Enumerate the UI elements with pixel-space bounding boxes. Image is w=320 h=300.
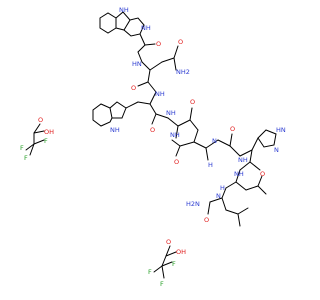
atom-label-nh-his: NH xyxy=(238,156,248,164)
atom-label-hn-imidazole: HN xyxy=(276,126,286,134)
tryptophan-group xyxy=(92,91,169,127)
atom-label-o-trp: O xyxy=(150,126,155,134)
atom-label-n-gly: N xyxy=(212,137,217,145)
atom-label-f2: F xyxy=(24,154,28,162)
atom-label-o-tfa2: O xyxy=(166,238,171,246)
atom-label-nh2-gln: NH2 xyxy=(176,68,190,76)
atom-label-n-imidazole: N xyxy=(274,146,279,154)
atom-label-nh-val: NH xyxy=(170,131,180,139)
atom-label-o-his: O xyxy=(260,170,265,178)
atom-label-f4: F xyxy=(148,268,152,276)
molecule-structure: NH NH O O NH2 HN O NH NH O NH O NH O H N… xyxy=(20,6,286,288)
ala-val-group xyxy=(167,107,209,161)
atom-label-nh-trp: NH xyxy=(155,90,165,98)
atom-label-o-amide-end: O xyxy=(204,216,209,224)
atom-label-f1: F xyxy=(20,144,24,152)
atom-label-o-gln: O xyxy=(131,84,136,92)
atom-label-h2n-amide: H2N xyxy=(186,200,200,208)
atom-label-o-val: O xyxy=(174,158,179,166)
tfa-bottom-group xyxy=(153,245,177,279)
atom-label-o-gly: O xyxy=(230,125,235,133)
atom-label-f5: F xyxy=(160,280,164,288)
atom-label-hn-gln: HN xyxy=(132,60,142,68)
atom-labels: NH NH O O NH2 HN O NH NH O NH O NH O H N… xyxy=(20,6,286,288)
histidine-group xyxy=(239,129,277,171)
atom-label-n-leu: N xyxy=(216,192,221,200)
atom-label-oh-tfa2: OH xyxy=(176,248,186,256)
atom-label-f3: F xyxy=(44,137,48,145)
glutamine-group xyxy=(137,43,179,93)
molecule-canvas: NH NH O O NH2 HN O NH NH O NH O NH O H N… xyxy=(20,6,286,288)
atom-label-nh-ala: NH xyxy=(166,109,176,117)
leucine-group xyxy=(207,169,267,227)
atom-label-nh-ring: NH xyxy=(141,24,151,32)
atom-label-nh-leu: NH xyxy=(234,170,244,178)
atom-label-o-carbonyl: O xyxy=(156,40,161,48)
atom-label-nh-indole: NH xyxy=(110,126,120,134)
carboline-group xyxy=(99,11,146,63)
atom-label-o-ala: O xyxy=(190,98,195,106)
atom-label-o-tfa1: O xyxy=(38,116,43,124)
glycine-group xyxy=(205,133,241,157)
tfa-left-group xyxy=(25,123,45,156)
atom-label-h-gly: H xyxy=(208,161,213,169)
atom-label-o-amide: O xyxy=(178,38,183,46)
atom-label-nh-top: NH xyxy=(119,6,129,14)
atom-label-h-leu: H xyxy=(220,184,225,192)
atom-label-f6: F xyxy=(172,260,176,268)
atom-label-oh-tfa1: OH xyxy=(44,128,54,136)
